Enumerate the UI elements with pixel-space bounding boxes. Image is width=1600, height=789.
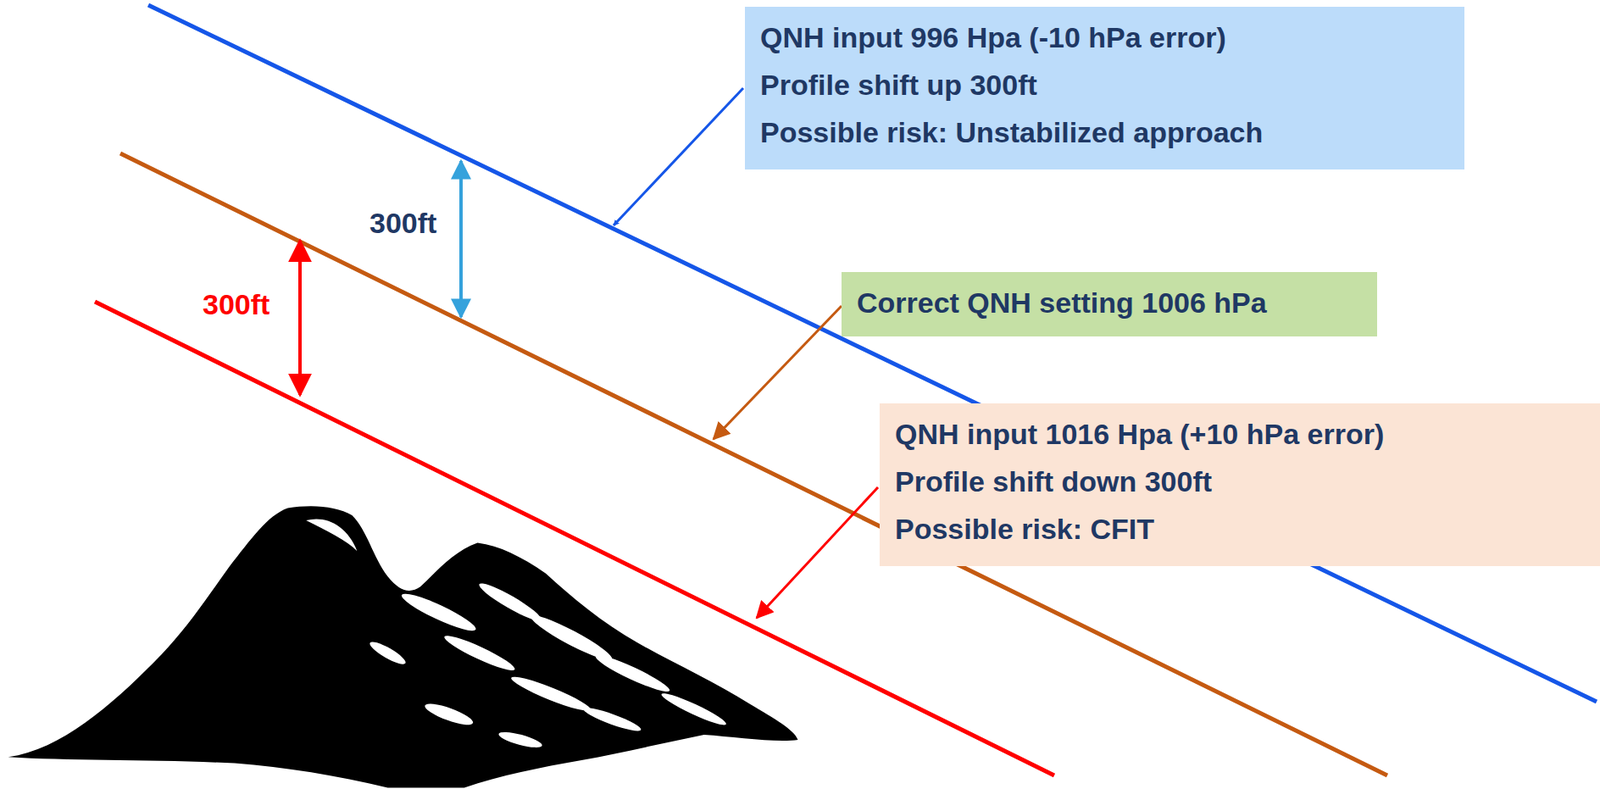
callout-text: Profile shift up 300ft — [760, 61, 1450, 109]
callout-box: Correct QNH setting 1006 hPa — [841, 272, 1378, 337]
callout-text: QNH input 996 Hpa (-10 hPa error) — [760, 13, 1450, 62]
blue-profile — [148, 5, 1597, 702]
dimension-arrow — [459, 161, 463, 317]
callout-box: QNH input 1016 Hpa (+10 hPa error)Profil… — [879, 403, 1600, 567]
leader-line — [713, 305, 842, 439]
leader-line — [613, 88, 744, 226]
leader-line — [756, 487, 878, 618]
callout-text: Profile shift down 300ft — [894, 457, 1585, 506]
dimension-label: 300ft — [369, 205, 437, 240]
mountain — [8, 505, 799, 788]
dimension-arrow — [298, 240, 302, 395]
callout-text: Possible risk: Unstabilized approach — [760, 108, 1450, 156]
callout-text: QNH input 1016 Hpa (+10 hPa error) — [894, 410, 1585, 458]
callout-text: Possible risk: CFIT — [894, 505, 1585, 553]
dimension-label: 300ft — [202, 287, 270, 322]
callout-box: QNH input 996 Hpa (-10 hPa error)Profile… — [744, 6, 1465, 170]
callout-text: Correct QNH setting 1006 hPa — [856, 278, 1362, 327]
